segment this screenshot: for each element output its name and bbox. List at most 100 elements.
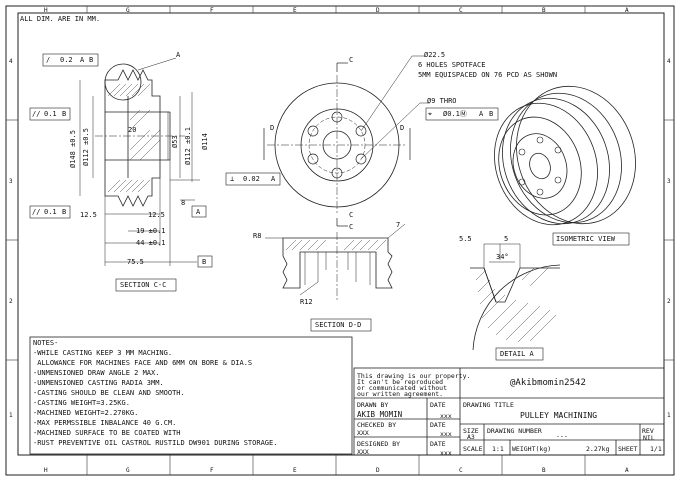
zone-bottom-a: A bbox=[625, 467, 629, 474]
fcf-left1-sym: // bbox=[32, 110, 41, 118]
fcf-left1-tol: 0.1 bbox=[44, 110, 57, 118]
dim-75-5: 75.5 bbox=[127, 258, 144, 266]
rev-label: REV bbox=[642, 427, 654, 435]
zone-bottom-c: C bbox=[459, 467, 463, 474]
detail-angle: 34° bbox=[496, 253, 509, 261]
zone-bottom-h: H bbox=[44, 467, 48, 474]
date-value-3: xxx bbox=[440, 449, 452, 457]
fcf-top-d1: A bbox=[80, 56, 85, 64]
dim-12-5-left: 12.5 bbox=[80, 211, 97, 219]
scale-label: SCALE bbox=[463, 445, 483, 453]
drawn-by-value: AKIB MOMIN bbox=[357, 410, 403, 419]
note-line: -UNMENSIONED CASTING RADIA 3MM. bbox=[33, 379, 164, 387]
date-label-3: DATE bbox=[430, 440, 446, 448]
dim-19: 19 ±0.1 bbox=[136, 227, 166, 235]
dd-r8: R8 bbox=[253, 232, 262, 240]
zone-side-1l: 1 bbox=[9, 412, 13, 419]
zone-top-f: F bbox=[210, 7, 214, 14]
front-view bbox=[263, 55, 430, 227]
note-line: -CASTING SHOULD BE CLEAN AND SMOOTH. bbox=[33, 389, 185, 397]
note-line: -UNMENSIONED DRAW ANGLE 2 MAX. bbox=[33, 369, 160, 377]
fcf-left2-sym: // bbox=[32, 208, 41, 216]
size-value: A3 bbox=[467, 433, 475, 441]
note-line: -MACHINED WEIGHT=2.270KG. bbox=[33, 409, 139, 417]
dim-d114: Ø114 bbox=[201, 133, 209, 150]
zone-bottom-g: G bbox=[126, 467, 130, 474]
property-note-3: or communicated without bbox=[357, 384, 448, 392]
section-dd-view bbox=[265, 223, 406, 300]
isometric-label: ISOMETRIC VIEW bbox=[556, 235, 616, 243]
dim-12-5-right: 12.5 bbox=[148, 211, 165, 219]
fcf-right-d: A bbox=[271, 175, 276, 183]
isometric-view bbox=[494, 85, 636, 226]
scale-value: 1:1 bbox=[492, 445, 504, 453]
dim-d148: Ø148 ±0.5 bbox=[69, 130, 77, 168]
datum-b-box: B bbox=[202, 258, 207, 266]
detail-a-callout: A bbox=[176, 51, 181, 59]
section-cc-view bbox=[79, 57, 200, 266]
date-value-1: xxx bbox=[440, 412, 452, 420]
note-line: -CASTING WEIGHT=3.25KG. bbox=[33, 399, 130, 407]
property-note-2: It can't be reproduced bbox=[357, 378, 444, 386]
detail-dim-5-5: 5.5 bbox=[459, 235, 472, 243]
unit-note: ALL DIM. ARE IN MM. bbox=[20, 15, 101, 23]
weight-value: 2.27kg bbox=[586, 445, 610, 453]
dim-8: 8 bbox=[181, 199, 186, 207]
zone-side-1r: 1 bbox=[667, 412, 671, 419]
zone-top-c: C bbox=[459, 7, 463, 14]
checked-by-label: CHECKED BY bbox=[357, 421, 397, 429]
zone-bottom-b: B bbox=[542, 467, 546, 474]
sheet-label: SHEET bbox=[618, 445, 638, 453]
fcf-left2-d: B bbox=[62, 208, 67, 216]
designed-by-label: DESIGNED BY bbox=[357, 440, 401, 448]
section-cc-label: SECTION C-C bbox=[120, 281, 167, 289]
notes-box bbox=[29, 336, 353, 455]
date-label-2: DATE bbox=[430, 421, 446, 429]
notes-title: NOTES- bbox=[33, 339, 59, 347]
note-line: -WHILE CASTING KEEP 3 MM MACHING. bbox=[33, 349, 173, 357]
detail-a-view bbox=[470, 243, 561, 351]
dim-20: 20 bbox=[128, 126, 137, 134]
note-line: -MACHINED SURFACE TO BE COATED WITH bbox=[33, 429, 181, 437]
hole-note-2: 6 HOLES SPOTFACE bbox=[418, 61, 486, 69]
zone-top-g: G bbox=[126, 7, 130, 14]
fcf-pos-sym: ⌖ bbox=[428, 110, 432, 118]
size-label: SIZE bbox=[463, 427, 479, 435]
thru-note: Ø9 THRO bbox=[427, 97, 457, 105]
fcf-left1-d: B bbox=[62, 110, 67, 118]
weight-label: WEIGHT(kg) bbox=[512, 445, 552, 453]
drawing-number-label: DRAWING NUMBER bbox=[487, 427, 542, 435]
fcf-right-tol: 0.02 bbox=[243, 175, 260, 183]
cut-c-bottom: C bbox=[349, 211, 354, 219]
zone-bottom-f: F bbox=[210, 467, 214, 474]
fcf-left2-tol: 0.1 bbox=[44, 208, 57, 216]
cut-d-left: D bbox=[270, 124, 275, 132]
watermark: @Akibmomin2542 bbox=[510, 378, 586, 388]
dim-d112b: Ø112 ±0.1 bbox=[184, 127, 192, 165]
cut-c-dd: C bbox=[349, 223, 354, 231]
note-line: -MAX PERMSSIBLE INBALANCE 40 G.CM. bbox=[33, 419, 177, 427]
zone-side-2l: 2 bbox=[9, 298, 13, 305]
zone-side-2r: 2 bbox=[667, 298, 671, 305]
zone-bottom-d: D bbox=[376, 467, 380, 474]
fcf-top-tol: 0.2 bbox=[60, 56, 73, 64]
note-line: ALLOWANCE FOR MACHINES FACE AND 6MM ON B… bbox=[33, 359, 253, 367]
datum-a-box: A bbox=[196, 208, 201, 216]
fcf-top-d2: B bbox=[89, 56, 94, 64]
detail-a-label: DETAIL A bbox=[500, 350, 534, 358]
inner-border bbox=[17, 12, 665, 456]
drawn-by-label: DRAWN BY bbox=[357, 401, 389, 409]
zone-top-a: A bbox=[625, 7, 629, 14]
fcf-pos-d2: B bbox=[489, 110, 494, 118]
note-line: -RUST PREVENTIVE OIL CASTROL RUSTILD DW9… bbox=[33, 439, 278, 447]
drawing-number: --- bbox=[556, 432, 568, 440]
fcf-right-sym: ⊥ bbox=[230, 175, 235, 183]
dim-d112a: Ø112 ±0.5 bbox=[82, 128, 90, 166]
dim-d53: Ø53 bbox=[171, 135, 179, 148]
date-value-2: xxx bbox=[440, 430, 452, 438]
dd-r12: R12 bbox=[300, 298, 313, 306]
dd-dim7: 7 bbox=[396, 221, 401, 229]
zone-side-4r: 4 bbox=[667, 58, 671, 65]
property-note-4: our written agreement. bbox=[357, 390, 444, 398]
